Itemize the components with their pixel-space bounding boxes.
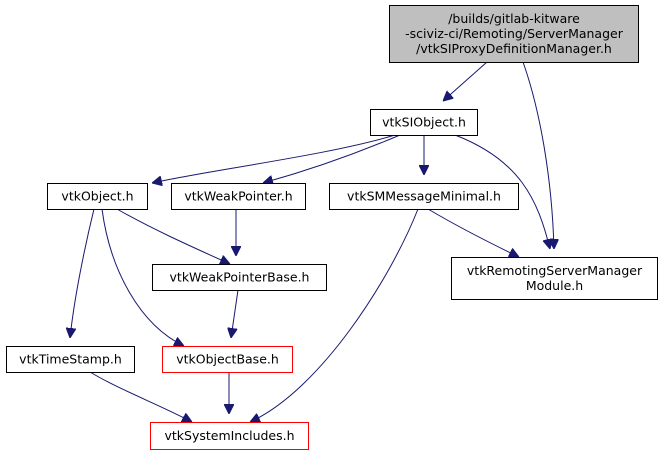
node-box bbox=[389, 5, 639, 63]
edge-si_object-to-weak_pointer bbox=[263, 134, 401, 183]
edge-object-to-weak_pointer_base bbox=[116, 208, 230, 264]
edge-object-to-object_base bbox=[101, 208, 184, 346]
node-weak-pointer-base[interactable]: vtkWeakPointerBase.h bbox=[152, 264, 327, 291]
edge-weak_pointer_base-to-object_base bbox=[231, 289, 239, 338]
node-box bbox=[329, 183, 519, 210]
node-box bbox=[451, 257, 658, 300]
node-system-includes[interactable]: vtkSystemIncludes.h bbox=[150, 422, 309, 450]
node-label: vtkWeakPointer.h bbox=[184, 189, 292, 204]
node-label: /vtkSIProxyDefinitionManager.h bbox=[416, 41, 612, 56]
edge-si_object-to-object bbox=[152, 134, 396, 183]
node-label: vtkTimeStamp.h bbox=[19, 352, 122, 367]
node-box bbox=[47, 183, 148, 210]
edge-sm_message_minimal-to-remoting_module bbox=[427, 208, 519, 257]
edges-layer bbox=[70, 61, 554, 422]
edge-root-to-si_object bbox=[443, 61, 488, 101]
node-label: vtkWeakPointerBase.h bbox=[170, 270, 310, 285]
node-si-object[interactable]: vtkSIObject.h bbox=[370, 109, 478, 136]
nodes-layer: /builds/gitlab-kitware-sciviz-ci/Remotin… bbox=[6, 5, 658, 450]
node-label: vtkObjectBase.h bbox=[176, 352, 279, 367]
node-box bbox=[370, 109, 478, 136]
node-label: /builds/gitlab-kitware bbox=[448, 11, 580, 26]
node-object[interactable]: vtkObject.h bbox=[47, 183, 148, 210]
node-box bbox=[6, 346, 135, 373]
node-time-stamp[interactable]: vtkTimeStamp.h bbox=[6, 346, 135, 373]
node-box bbox=[152, 264, 327, 291]
edge-root-to-remoting_module bbox=[522, 61, 554, 249]
node-root[interactable]: /builds/gitlab-kitware-sciviz-ci/Remotin… bbox=[389, 5, 639, 63]
node-sm-message-minimal[interactable]: vtkSMMessageMinimal.h bbox=[329, 183, 519, 210]
node-label: vtkSMMessageMinimal.h bbox=[347, 189, 501, 204]
node-label: vtkSIObject.h bbox=[382, 115, 466, 130]
node-object-base[interactable]: vtkObjectBase.h bbox=[162, 346, 293, 373]
edge-time_stamp-to-system_includes bbox=[89, 371, 192, 422]
edge-object-to-time_stamp bbox=[70, 208, 95, 338]
node-weak-pointer[interactable]: vtkWeakPointer.h bbox=[171, 183, 306, 210]
node-label: -sciviz-ci/Remoting/ServerManager bbox=[405, 26, 624, 41]
node-label: Module.h bbox=[526, 278, 583, 293]
node-label: vtkObject.h bbox=[61, 189, 133, 204]
node-box bbox=[171, 183, 306, 210]
node-label: vtkSystemIncludes.h bbox=[164, 428, 294, 443]
node-box bbox=[150, 422, 309, 450]
edge-sm_message_minimal-to-system_includes bbox=[250, 208, 419, 422]
node-box bbox=[162, 346, 293, 373]
node-label: vtkRemotingServerManager bbox=[467, 263, 643, 278]
edge-si_object-to-remoting_module bbox=[454, 134, 550, 249]
